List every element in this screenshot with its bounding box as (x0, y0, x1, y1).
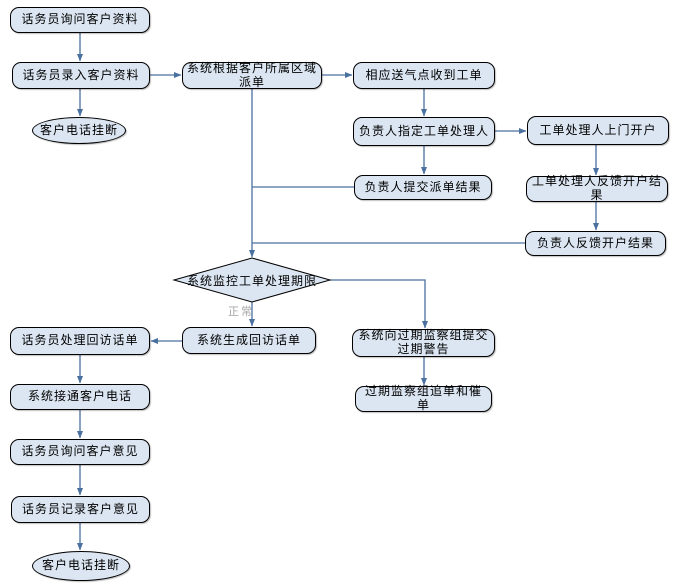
node-overdue-group-chase: 过期监察组追单和催单 (355, 384, 492, 412)
connector-monitor-to-warning (330, 279, 428, 329)
node-handler-visit-open: 工单处理人上门开户 (527, 116, 669, 145)
node-submit-overdue-warning: 系统向过期监察组提交过期警告 (352, 328, 495, 357)
node-hangup-top: 客户电话挂断 (32, 117, 126, 144)
node-handle-callback-sheet: 话务员处理回访话单 (10, 327, 150, 355)
node-enter-customer-info: 话务员录入客户资料 (12, 62, 150, 89)
node-ask-customer-info: 话务员询问客户资料 (10, 7, 150, 33)
node-assign-handler: 负责人指定工单处理人 (353, 117, 495, 146)
node-monitor-deadline: 系统监控工单处理期限 (186, 273, 317, 288)
node-connect-customer-call: 系统接通客户电话 (10, 384, 150, 410)
decision-diamond-shape (172, 257, 332, 303)
node-handler-feedback-result: 工单处理人反馈开户结果 (526, 174, 668, 202)
node-generate-callback-sheet: 系统生成回访话单 (182, 327, 316, 354)
node-hangup-bottom: 客户电话挂断 (32, 551, 130, 581)
node-station-receive-order: 相应送气点收到工单 (353, 62, 495, 89)
node-submit-dispatch-result: 负责人提交派单结果 (354, 175, 492, 200)
node-record-customer-opinion: 话务员记录客户意见 (11, 496, 150, 523)
node-dispatch-by-region: 系统根据客户所属区域派单 (182, 61, 322, 89)
node-ask-customer-opinion: 话务员询问客户意见 (10, 439, 150, 465)
branch-label-normal: 正常 (228, 305, 254, 318)
node-manager-feedback-result: 负责人反馈开户结果 (525, 231, 666, 256)
